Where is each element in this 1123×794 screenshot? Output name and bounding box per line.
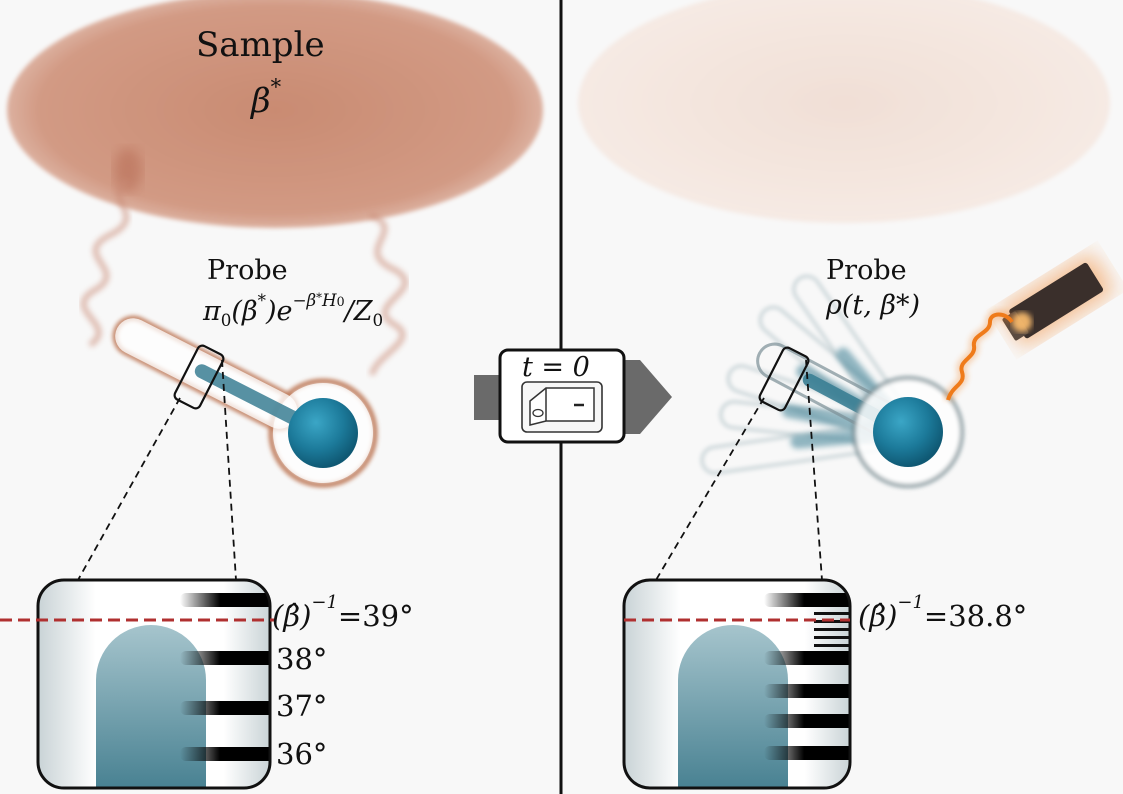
right-probe-title: Probe [826, 255, 907, 286]
right-zoom-box [622, 578, 852, 790]
right-estimate-label: (β̂)−1=38.8° [858, 592, 1028, 633]
right-thermometer [700, 274, 964, 488]
sample-title: Sample [196, 25, 325, 65]
left-bulb [288, 398, 358, 468]
right-panel [578, 0, 1115, 790]
right-zoom-frame [758, 346, 810, 412]
left-estimate-label: (β̂)−1=39° [272, 592, 414, 633]
left-zoom-frame [173, 344, 225, 410]
left-probe-state: π0(β*)e−β*H0/Z0 [203, 290, 384, 331]
left-tick-38: 38° [276, 642, 328, 676]
sample-blob-faded [578, 0, 1110, 223]
sample-beta: β* [251, 74, 282, 121]
switch-transition [474, 348, 672, 444]
right-zoom-line-b [805, 359, 823, 581]
switch-icon [521, 381, 603, 433]
drive-source [943, 252, 1115, 402]
coupling-wave-left [80, 177, 130, 348]
left-zoom-box [0, 578, 275, 790]
left-probe-title: Probe [207, 255, 288, 286]
left-zoom-line-b [221, 359, 237, 581]
right-bulb [873, 397, 943, 467]
left-thermometer [112, 315, 378, 488]
coupling-wave-right [368, 212, 409, 376]
left-tick-36: 36° [276, 737, 328, 771]
switch-time-label: t = 0 [522, 352, 590, 383]
right-probe-state: ρ(t, β*) [826, 290, 921, 321]
left-zoom-line-a [77, 397, 181, 581]
right-zoom-line-a [655, 397, 765, 581]
left-panel [0, 0, 543, 790]
left-tick-37: 37° [276, 689, 328, 723]
